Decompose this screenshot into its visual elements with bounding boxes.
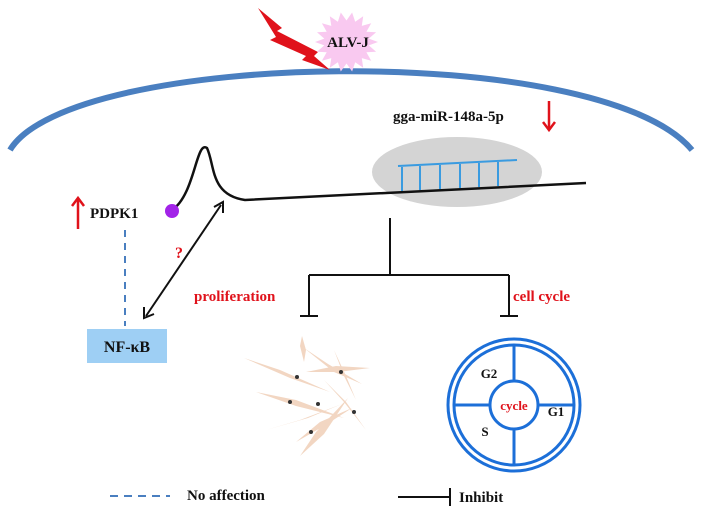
bidirectional-arrow bbox=[143, 200, 224, 320]
cell-cycle-label: cell cycle bbox=[513, 289, 570, 305]
pdpk1-up-arrow bbox=[71, 195, 85, 229]
legend-no-affection-label: No affection bbox=[187, 488, 266, 504]
mirna-label: gga-miR-148a-5p bbox=[393, 109, 504, 125]
cell-nuclei bbox=[288, 370, 356, 434]
proliferating-cells bbox=[244, 336, 370, 456]
virus-burst bbox=[315, 12, 378, 72]
lightning-bolt-icon bbox=[258, 8, 330, 70]
legend-inhibit-label: Inhibit bbox=[459, 490, 503, 506]
unknown-mechanism-mark: ? bbox=[175, 245, 183, 262]
legend-inhibit-symbol bbox=[398, 488, 451, 506]
virus-label: ALV-J bbox=[327, 35, 369, 51]
cell-shape bbox=[256, 392, 344, 418]
inhibition-tree bbox=[300, 218, 518, 317]
proliferation-label: proliferation bbox=[194, 289, 276, 305]
s-phase-label: S bbox=[481, 424, 488, 439]
mrna-strand bbox=[171, 146, 587, 212]
g1-phase-label: G1 bbox=[548, 404, 565, 419]
cell-shape bbox=[304, 348, 362, 384]
pdpk1-label: PDPK1 bbox=[90, 206, 138, 222]
cell-shape bbox=[300, 336, 306, 362]
mirna-binding-site bbox=[372, 137, 542, 207]
g2-phase-label: G2 bbox=[481, 366, 498, 381]
mirna-strand bbox=[397, 159, 518, 191]
nfkb-label: NF-κB bbox=[104, 339, 151, 356]
cell-shape bbox=[306, 366, 370, 372]
nfkb-box bbox=[87, 329, 167, 363]
cell-shape bbox=[296, 408, 352, 442]
cell-shape bbox=[244, 358, 330, 392]
cell-shape bbox=[334, 350, 356, 400]
pdpk1-dot bbox=[165, 204, 179, 218]
cell-cycle-wheel bbox=[446, 337, 582, 473]
cycle-center-label: cycle bbox=[500, 398, 528, 413]
cell-shape bbox=[300, 398, 348, 456]
cell-membrane bbox=[7, 68, 695, 152]
mirna-down-arrow bbox=[542, 101, 556, 133]
